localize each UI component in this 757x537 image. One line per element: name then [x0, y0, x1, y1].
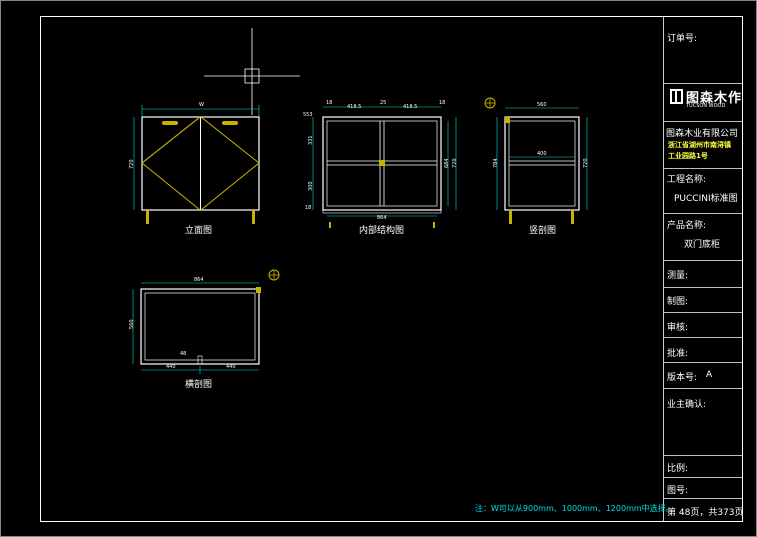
- approve-label: 批准:: [667, 349, 689, 359]
- drawing-no-label: 图号:: [667, 486, 689, 496]
- company-name: 图森木业有限公司: [666, 129, 739, 139]
- vsec-inner-dim: 400: [537, 151, 547, 157]
- struct-left-dim-2: 331: [308, 135, 314, 145]
- elev-height-dim: 720: [129, 159, 135, 169]
- hsec-small-dim: 48: [180, 351, 186, 357]
- draw-label: 制图:: [667, 297, 689, 307]
- review-label: 审核:: [667, 323, 689, 333]
- struct-right-outer-dim: 720: [452, 158, 458, 168]
- version-label: 版本号:: [667, 373, 698, 383]
- measure-label: 测量:: [667, 271, 689, 281]
- version-value: A: [706, 370, 713, 380]
- elev-width-dim: W: [199, 102, 204, 108]
- struct-top-dim-2: 418.5: [347, 104, 361, 110]
- hsec-width-dim: 864: [194, 277, 204, 283]
- product-label: 产品名称:: [667, 221, 707, 231]
- title-block-grid: [663, 16, 743, 522]
- company-logo-en: TUCSON WOOD: [686, 103, 726, 109]
- horizontal-section-view: 864 560 48 440 440: [129, 269, 280, 374]
- vertical-section-view: 560 400 784 720: [484, 97, 589, 224]
- drawing-border: [40, 16, 743, 522]
- struct-top-dim-1: 18: [326, 100, 332, 106]
- struct-top-dim-3: 25: [380, 100, 386, 106]
- vsec-depth-dim: 560: [537, 102, 547, 108]
- project-label: 工程名称:: [667, 175, 707, 185]
- vsec-right-dim: 720: [583, 158, 589, 168]
- elevation-foot-left: [146, 210, 149, 224]
- left-handle: [162, 121, 178, 125]
- company-logo-icon: [670, 89, 683, 104]
- width-option-note: 注：W可以从900mm、1000mm、1200mm中选择。: [475, 504, 674, 513]
- struct-left-dim-3: 300: [308, 181, 314, 191]
- vertical-section-caption: 竖剖图: [529, 226, 557, 236]
- right-door-swing-mark: [200, 116, 260, 211]
- struct-left-dim-1: 553: [303, 112, 313, 118]
- company-address-line1: 浙江省湖州市南浔镇: [668, 141, 731, 149]
- project-name: PUCCINI标准图: [674, 194, 738, 204]
- order-no-label: 订单号:: [667, 34, 698, 44]
- hsec-left-dim: 440: [166, 364, 176, 370]
- hsec-depth-dim: 560: [129, 319, 135, 329]
- company-logo-cn: 图森木作: [686, 91, 743, 106]
- scale-label: 比例:: [667, 464, 689, 474]
- structure-caption: 内部结构图: [359, 226, 405, 236]
- structure-view: 18 418.5 25 418.5 18 553 331 300 18 684 …: [303, 100, 458, 228]
- elevation-foot-right: [252, 210, 255, 224]
- product-name: 双门底柜: [684, 240, 721, 250]
- struct-top-dim-4: 418.5: [403, 104, 417, 110]
- struct-right-inner-dim: 684: [444, 158, 450, 168]
- company-address-line2: 工业园路1号: [668, 152, 708, 160]
- struct-top-dim-5: 18: [439, 100, 445, 106]
- horizontal-section-caption: 横剖图: [185, 380, 213, 390]
- struct-bottom-dim: 864: [377, 215, 387, 221]
- cursor-crosshair: [204, 28, 300, 115]
- hsec-right-dim: 440: [226, 364, 236, 370]
- owner-confirm-label: 业主确认:: [667, 400, 707, 410]
- struct-left-dim-4: 18: [305, 205, 311, 211]
- elevation-caption: 立面图: [185, 226, 213, 236]
- vsec-left-dim: 784: [493, 158, 499, 168]
- right-handle: [222, 121, 238, 125]
- page-info: 第 48页，共373页: [667, 508, 744, 518]
- elevation-view: W 720: [129, 102, 260, 224]
